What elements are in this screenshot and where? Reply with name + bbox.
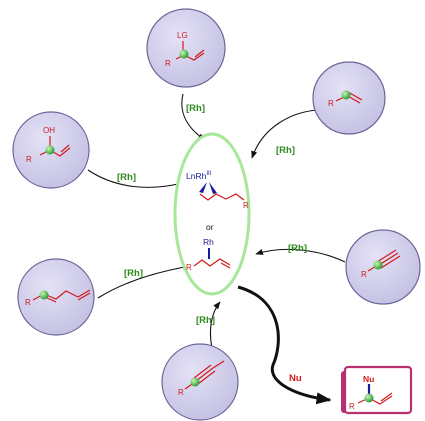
svg-text:LG: LG — [177, 31, 188, 40]
arrow-alkyne — [255, 248, 346, 263]
arrows — [87, 93, 346, 405]
rh-label-alkyne: [Rh] — [288, 243, 307, 254]
arrow-internal-alkyne — [209, 301, 221, 349]
arrow-nucleophile — [237, 285, 332, 405]
lnrh-label: LnRhIII — [186, 171, 212, 181]
arrow-allene — [251, 109, 319, 159]
product-nu: Nu — [363, 374, 374, 384]
sigma-chain — [193, 258, 231, 267]
arrow-allylic-alcohol — [87, 169, 187, 188]
svg-text:R: R — [165, 59, 171, 68]
product-box: Nu R — [341, 365, 413, 415]
substrate-diene: R — [17, 258, 95, 336]
svg-text:OH: OH — [43, 126, 55, 135]
catalyst-labels: [Rh] [Rh] [Rh] [Rh] [Rh] [Rh] Nu — [117, 103, 307, 384]
atom-ball — [179, 49, 189, 59]
substrate-terminal-alkyne: R — [345, 229, 421, 305]
rh-label-top: [Rh] — [186, 103, 205, 114]
substrate-allylic-alcohol: OH R — [12, 111, 90, 189]
arrow-allylic-lg — [181, 93, 206, 141]
svg-text:R: R — [26, 155, 32, 164]
sigma-r: R — [186, 263, 192, 272]
rh-allyl-wedge-2 — [209, 182, 217, 194]
nu-label-arrow: Nu — [289, 373, 302, 384]
rh-label-allene: [Rh] — [276, 145, 295, 156]
arrow-diene — [97, 264, 191, 299]
center-intermediate: LnRhIII R or Rh R — [173, 132, 251, 296]
or-label: or — [206, 222, 214, 232]
svg-text:R: R — [349, 402, 355, 411]
rh-metal-label: Rh — [203, 237, 214, 247]
substrate-allene: R — [312, 61, 386, 135]
substrate-internal-alkyne: R — [161, 343, 239, 421]
allyl-r: R — [243, 201, 249, 210]
rh-label-diene: [Rh] — [124, 268, 143, 279]
rh-allyl-wedge — [199, 182, 207, 193]
substrate-allylic-lg: LG R — [146, 8, 226, 88]
rh-label-alcohol: [Rh] — [117, 172, 136, 183]
rh-label-bottom: [Rh] — [196, 315, 215, 326]
svg-text:R: R — [361, 270, 367, 279]
allyl-chain — [199, 193, 245, 201]
svg-text:R: R — [328, 99, 334, 108]
svg-text:R: R — [25, 298, 31, 307]
svg-text:R: R — [178, 388, 184, 397]
